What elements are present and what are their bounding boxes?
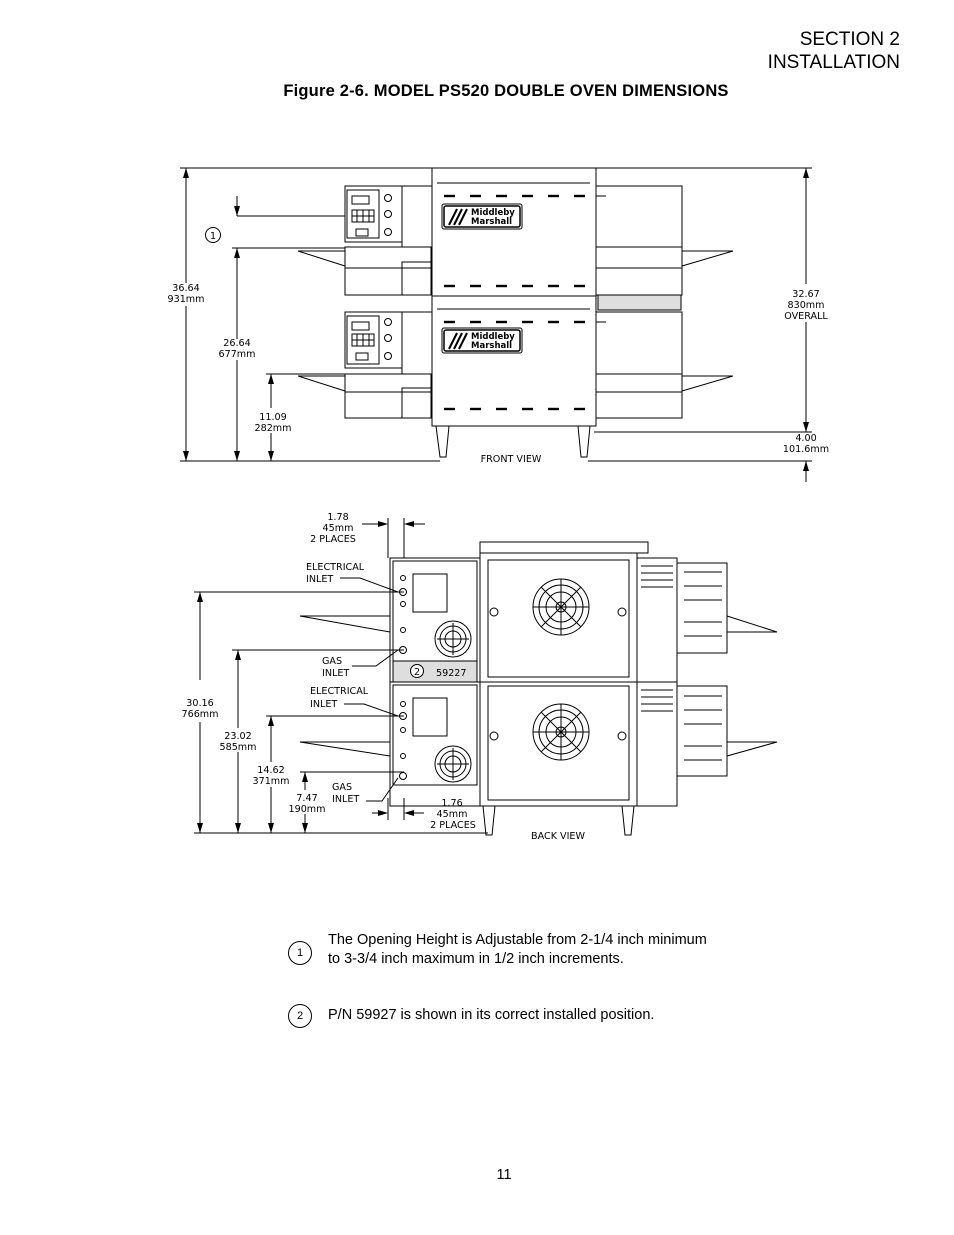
- dim-lower-elec-in: 14.62: [257, 765, 284, 776]
- dim-overall-height-mm: 931mm: [167, 294, 204, 305]
- brand-logo-upper-line1: Middleby: [471, 208, 515, 218]
- brand-logo-lower-line2: Marshall: [471, 341, 512, 351]
- dim-upper-gas-mm: 585mm: [219, 742, 256, 753]
- front-view-drawing: [180, 167, 812, 482]
- dim-lower-elec-mm: 371mm: [252, 776, 289, 787]
- brand-logo-upper-line2: Marshall: [471, 217, 512, 227]
- part-number-label: 59227: [436, 668, 467, 679]
- brand-logo-lower-line1: Middleby: [471, 332, 515, 342]
- label-electrical-inlet-upper-1: ELECTRICAL: [306, 562, 365, 573]
- dim-upper-elec-in: 30.16: [186, 698, 213, 709]
- section-header: SECTION 2 INSTALLATION: [768, 28, 900, 74]
- dim-top-offset-mm: 45mm: [323, 523, 354, 534]
- label-electrical-inlet-lower-1: ELECTRICAL: [310, 686, 369, 697]
- back-view-label: BACK VIEW: [531, 831, 585, 842]
- page-number: 11: [496, 1167, 512, 1183]
- section-label: SECTION 2: [799, 29, 900, 50]
- dim-upper-elec-mm: 766mm: [181, 709, 218, 720]
- dim-oven-overall-in: 32.67: [792, 289, 819, 300]
- dim-lower-gas-in: 7.47: [296, 793, 317, 804]
- dim-overall-height-in: 36.64: [172, 283, 199, 294]
- dim-lower-opening-in: 11.09: [259, 412, 286, 423]
- label-gas-inlet-upper-2: INLET: [322, 668, 349, 679]
- note-1-number: 1: [288, 941, 312, 965]
- figure-title: Figure 2-6. MODEL PS520 DOUBLE OVEN DIME…: [283, 82, 729, 100]
- dim-leg-mm: 101.6mm: [783, 444, 829, 455]
- label-electrical-inlet-lower-2: INLET: [310, 699, 337, 710]
- dim-oven-overall-label: OVERALL: [784, 311, 828, 322]
- dim-leg-in: 4.00: [795, 433, 816, 444]
- dim-lower-gas-mm: 190mm: [288, 804, 325, 815]
- callout-2: 2: [414, 667, 420, 678]
- note-1-line-1: The Opening Height is Adjustable from 2-…: [328, 932, 707, 948]
- dim-lower-top-in: 26.64: [223, 338, 250, 349]
- dim-lower-top-mm: 677mm: [218, 349, 255, 360]
- note-1-line-2: to 3-3/4 inch maximum in 1/2 inch increm…: [328, 951, 624, 967]
- callout-1: 1: [210, 231, 216, 242]
- note-2-line-1: P/N 59927 is shown in its correct instal…: [328, 1007, 655, 1023]
- chapter-label: INSTALLATION: [767, 52, 900, 73]
- dim-upper-gas-in: 23.02: [224, 731, 251, 742]
- note-2-number: 2: [288, 1004, 312, 1028]
- label-gas-inlet-lower-2: INLET: [332, 794, 359, 805]
- label-gas-inlet-upper-1: GAS: [322, 656, 342, 667]
- dim-oven-overall-mm: 830mm: [787, 300, 824, 311]
- front-view-label: FRONT VIEW: [481, 454, 542, 465]
- dim-bottom-offset-mm: 45mm: [437, 809, 468, 820]
- dim-lower-opening-mm: 282mm: [254, 423, 291, 434]
- back-view-drawing: [194, 518, 778, 836]
- dim-top-offset-in: 1.78: [327, 512, 348, 523]
- dim-bottom-offset-places: 2 PLACES: [430, 820, 476, 831]
- label-electrical-inlet-upper-2: INLET: [306, 574, 333, 585]
- label-gas-inlet-lower-1: GAS: [332, 782, 352, 793]
- dim-bottom-offset-in: 1.76: [441, 798, 462, 809]
- dim-top-offset-places: 2 PLACES: [310, 534, 356, 545]
